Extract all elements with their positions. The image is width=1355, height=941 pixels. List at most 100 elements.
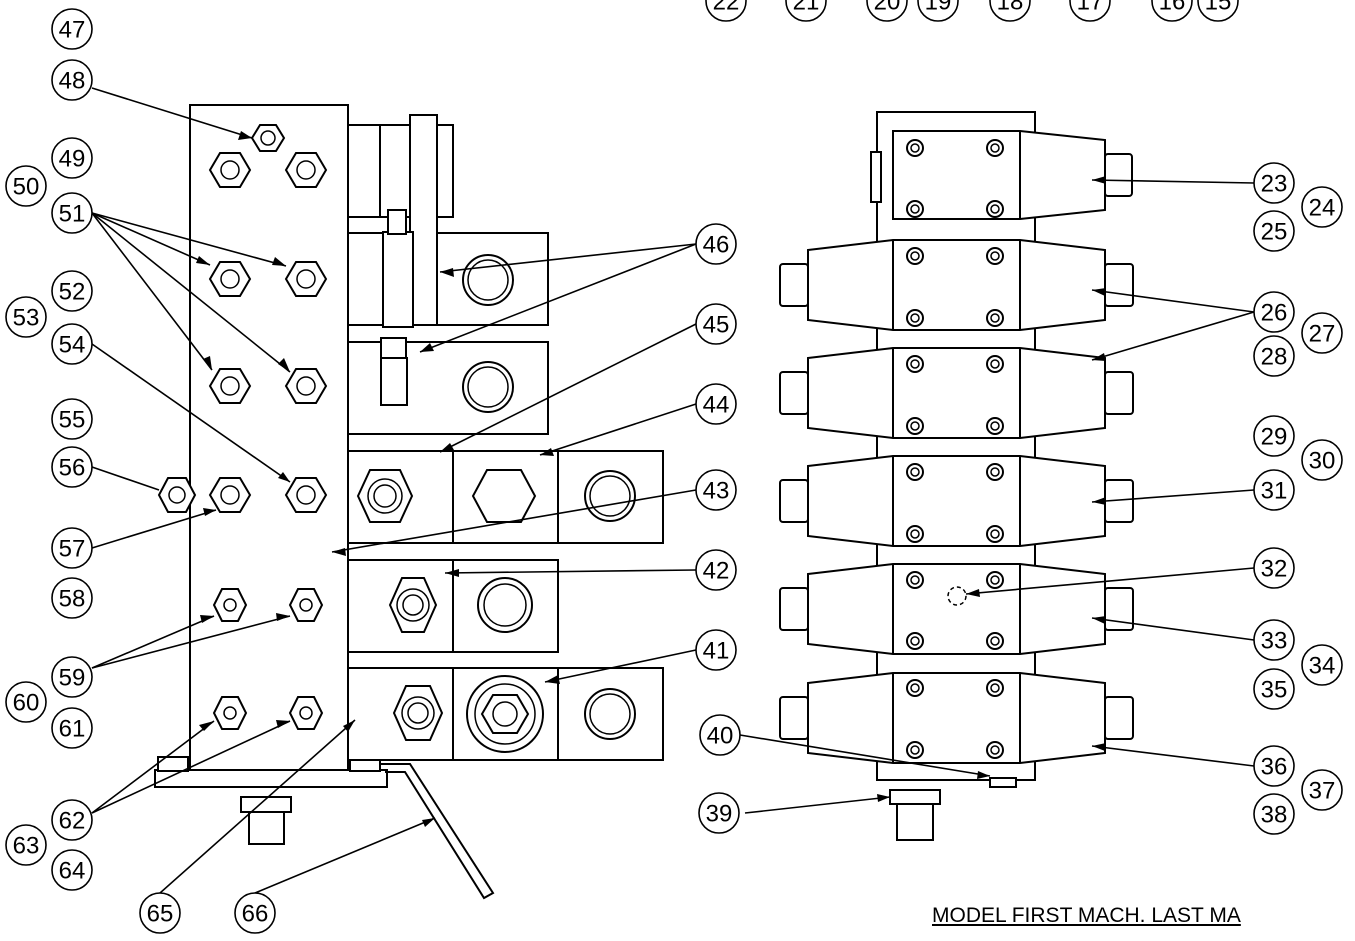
- leader-arrowheads: [196, 131, 1106, 827]
- callout-28: 28: [1253, 335, 1295, 377]
- hex-plug-44: [471, 469, 537, 523]
- screw-head: [910, 467, 920, 477]
- port-46b-inner: [467, 366, 509, 408]
- screw: [986, 571, 1004, 589]
- valve-36: [779, 672, 1134, 764]
- screw-head: [910, 575, 920, 585]
- callout-61: 61: [51, 707, 93, 749]
- callout-label: 57: [59, 536, 86, 563]
- valve-screws: [906, 139, 1004, 759]
- screw-head: [990, 204, 1000, 214]
- callout-29: 29: [1253, 415, 1295, 457]
- screw-head: [990, 636, 1000, 646]
- callout-label: 61: [59, 716, 86, 743]
- plug-40: [989, 777, 1017, 788]
- screw-head: [910, 421, 920, 431]
- screw-head: [910, 359, 920, 369]
- screw-head: [910, 143, 920, 153]
- hex-41: [480, 694, 530, 734]
- callout-label: 50: [13, 174, 40, 201]
- screw: [986, 741, 1004, 759]
- callout-label: 24: [1309, 195, 1336, 222]
- base-plate: [154, 769, 388, 788]
- callout-59: 59: [51, 656, 93, 698]
- cartridge-tip: [380, 357, 408, 406]
- callout-43: 43: [695, 469, 737, 511]
- callout-label: 37: [1309, 778, 1336, 805]
- callout-47: 47: [51, 8, 93, 50]
- screw-head: [910, 529, 920, 539]
- hex-bolt-62a: [212, 696, 248, 730]
- valve-26: [779, 239, 1134, 331]
- callout-label: 54: [59, 332, 86, 359]
- subplate: [876, 111, 1036, 781]
- screw-head: [990, 421, 1000, 431]
- screw: [906, 417, 924, 435]
- screw-head: [910, 683, 920, 693]
- bottom-fitting: [248, 811, 285, 845]
- callout-label: 53: [13, 305, 40, 332]
- screw: [906, 679, 924, 697]
- hex-bolt-51b: [284, 261, 328, 297]
- hex-bolt-54: [284, 477, 328, 513]
- cartridge-neck: [387, 209, 407, 235]
- vertical-bar: [409, 114, 438, 326]
- hex-bolt-59b: [288, 588, 324, 622]
- screw: [906, 309, 924, 327]
- callout-21: 21: [785, 0, 827, 22]
- screw-head: [990, 251, 1000, 261]
- screw: [906, 571, 924, 589]
- callout-label: 56: [59, 455, 86, 482]
- screw: [986, 417, 1004, 435]
- callout-38: 38: [1253, 793, 1295, 835]
- callout-label: 49: [59, 146, 86, 173]
- hex-bolt-48: [250, 124, 286, 152]
- callout-60: 60: [5, 681, 47, 723]
- callout-36: 36: [1253, 745, 1295, 787]
- valve-33: [779, 563, 1134, 655]
- callout-label: 39: [706, 801, 733, 828]
- screw-head: [990, 143, 1000, 153]
- screw: [986, 525, 1004, 543]
- callout-31: 31: [1253, 469, 1295, 511]
- hex-bolt-51c: [208, 368, 252, 404]
- callout-58: 58: [51, 577, 93, 619]
- callout-26: 26: [1253, 291, 1295, 333]
- callout-label: 55: [59, 407, 86, 434]
- screw-head: [990, 313, 1000, 323]
- callout-label: 43: [703, 478, 730, 505]
- callout-23: 23: [1253, 162, 1295, 204]
- callout-label: 64: [59, 858, 86, 885]
- callout-16: 16: [1151, 0, 1193, 22]
- fitting-nut-39: [889, 789, 941, 805]
- valve-31: [779, 455, 1134, 547]
- screw-head: [990, 683, 1000, 693]
- callout-34: 34: [1301, 644, 1343, 686]
- callout-label: 31: [1261, 478, 1288, 505]
- callout-label: 16: [1159, 0, 1186, 16]
- callout-54: 54: [51, 323, 93, 365]
- cartridge-nut: [380, 337, 407, 359]
- screw-head: [990, 529, 1000, 539]
- callout-50: 50: [5, 165, 47, 207]
- callout-label: 17: [1077, 0, 1104, 16]
- callout-17: 17: [1069, 0, 1111, 22]
- hex-bolt-59a: [212, 588, 248, 622]
- callout-label: 63: [13, 833, 40, 860]
- screw: [986, 355, 1004, 373]
- callout-label: 27: [1309, 321, 1336, 348]
- callout-label: 23: [1261, 171, 1288, 198]
- screw-head: [910, 745, 920, 755]
- callout-39: 39: [698, 792, 740, 834]
- callout-label: 15: [1205, 0, 1232, 16]
- callout-label: 44: [703, 392, 730, 419]
- callout-42: 42: [695, 549, 737, 591]
- screw: [906, 741, 924, 759]
- callout-label: 22: [713, 0, 740, 16]
- callout-label: 21: [793, 0, 820, 16]
- valve-body-2: [347, 232, 549, 326]
- screw: [906, 463, 924, 481]
- callout-52: 52: [51, 270, 93, 312]
- port-46a: [462, 254, 514, 306]
- screw: [986, 463, 1004, 481]
